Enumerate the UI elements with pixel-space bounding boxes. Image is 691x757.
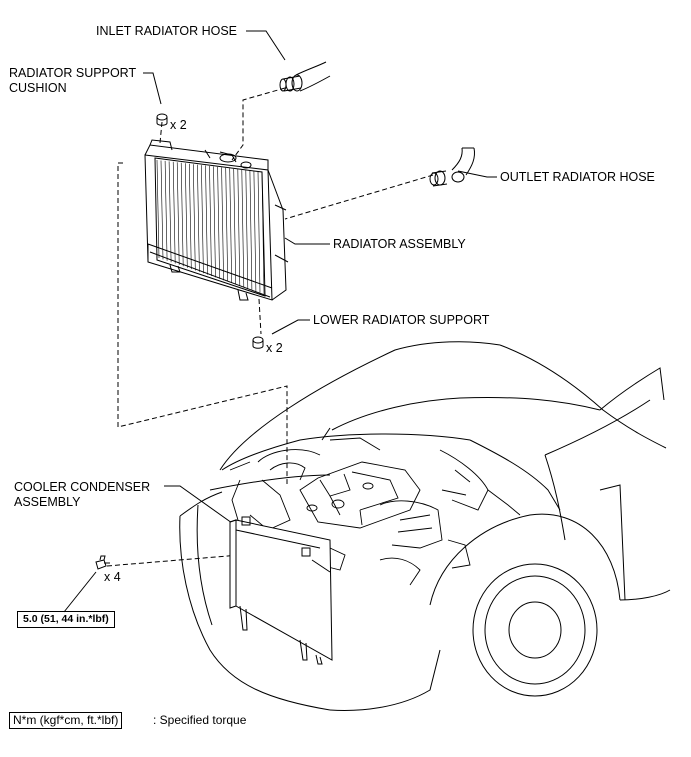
cooler-condenser-label-line2: ASSEMBLY [14,495,81,509]
cushion-quantity: x 2 [170,118,187,132]
inlet-hose [279,61,331,92]
outlet-radiator-hose-label: OUTLET RADIATOR HOSE [500,170,655,184]
leader-lines [63,30,497,613]
outlet-hose [429,147,475,187]
radiator-assembly [144,139,289,301]
lower-support-quantity: x 2 [266,341,283,355]
torque-spec-box: 5.0 (51, 44 in.*lbf) [17,611,115,628]
car-body [179,341,671,711]
radiator-support-cushion-label-line1: RADIATOR SUPPORT [9,66,137,80]
cooler-condenser-label-line1: COOLER CONDENSER [14,480,151,494]
radiator-core [156,159,265,295]
support-cushion [156,113,264,349]
lower-radiator-support-label: LOWER RADIATOR SUPPORT [313,313,490,327]
inlet-radiator-hose-label: INLET RADIATOR HOSE [96,24,238,38]
torque-units-legend-box: N*m (kgf*cm, ft.*lbf) [9,712,123,729]
bolt [95,555,110,570]
bolt-quantity: x 4 [104,570,121,584]
cooler-condenser [229,516,333,665]
radiator-assembly-label: RADIATOR ASSEMBLY [333,237,466,251]
radiator-support-cushion-label-line2: CUSHION [9,81,67,95]
torque-legend-description: : Specified torque [153,713,247,727]
